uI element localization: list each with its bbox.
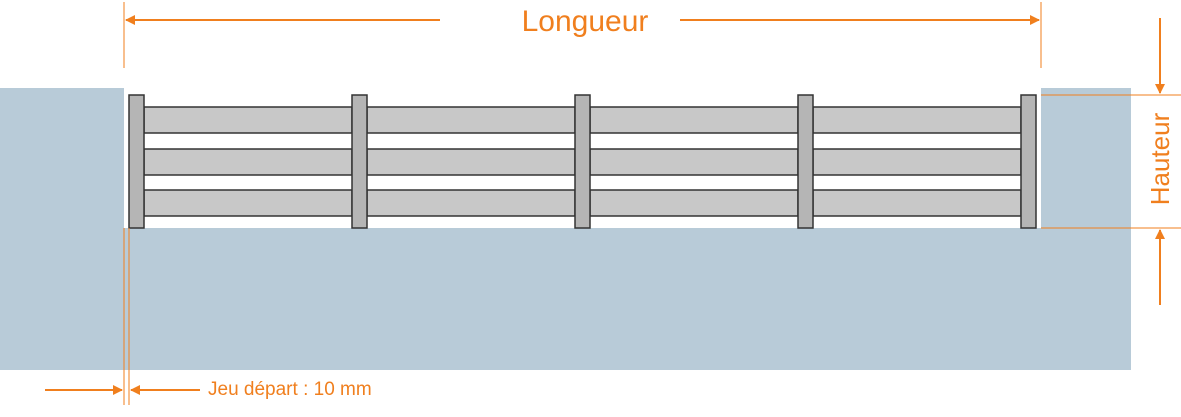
fence-post (128, 94, 145, 229)
fence-slat (366, 148, 576, 176)
fence-post (797, 94, 814, 229)
fence-slat (143, 106, 353, 134)
start-gap-dimension (45, 228, 200, 405)
right-wall (1041, 88, 1131, 370)
fence-slat (143, 148, 353, 176)
height-dimension (1041, 18, 1181, 305)
fence-slat (812, 189, 1022, 217)
fence-post (351, 94, 368, 229)
fence-slat (812, 106, 1022, 134)
fence-slat (589, 106, 799, 134)
left-wall (0, 88, 124, 370)
fence-slat (589, 148, 799, 176)
walls (0, 88, 1131, 370)
fence (128, 94, 1037, 229)
fence-slat (366, 106, 576, 134)
fence-slat (589, 189, 799, 217)
fence-post (574, 94, 591, 229)
length-dimension (123, 2, 1042, 68)
height-label: Hauteur (1145, 112, 1175, 206)
fence-slat (812, 148, 1022, 176)
fence-slat (366, 189, 576, 217)
fence-post (1020, 94, 1037, 229)
ground-base (124, 228, 1041, 370)
fence-slat (143, 189, 353, 217)
length-label: Longueur (521, 5, 649, 38)
start-gap-label: Jeu départ : 10 mm (208, 379, 372, 400)
